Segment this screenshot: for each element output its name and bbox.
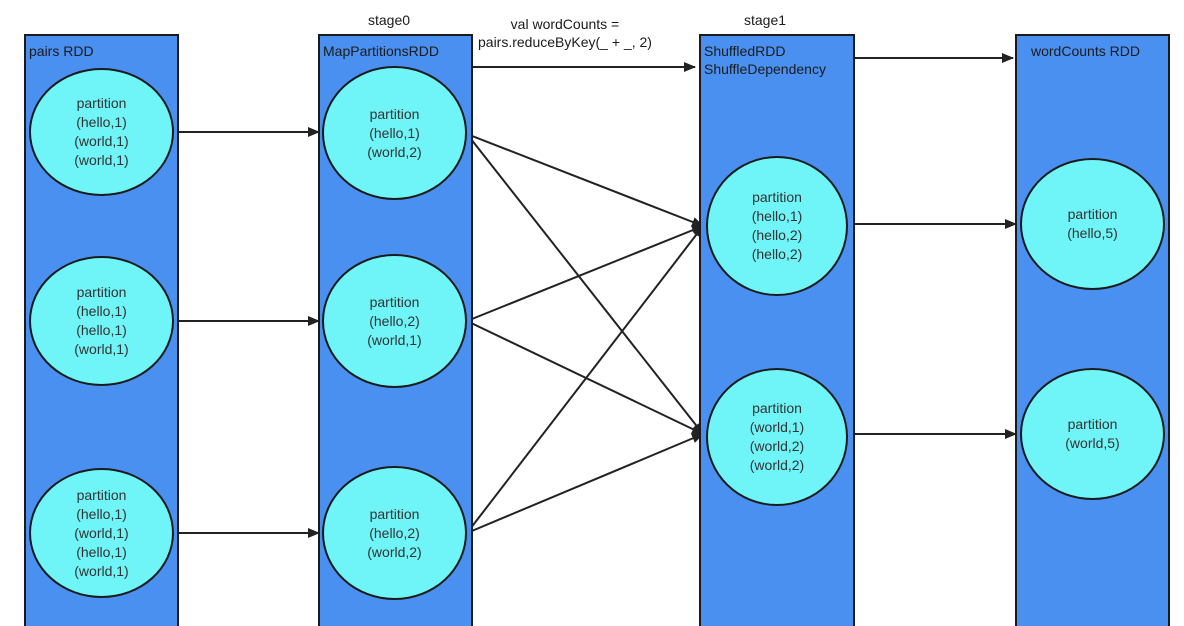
column-title: MapPartitionsRDD bbox=[323, 42, 439, 60]
partition-record: (world,1) bbox=[367, 331, 422, 348]
partition-title: partition bbox=[369, 293, 420, 310]
partition-node: partition (hello,1) (world,1) (world,1) bbox=[29, 68, 174, 196]
partition-record: (hello,1) bbox=[76, 303, 127, 319]
partition-record: (hello,1) bbox=[76, 114, 127, 130]
partition-title: partition bbox=[1067, 416, 1118, 432]
column-wordcounts-rdd: wordCounts RDD bbox=[1015, 34, 1170, 626]
column-title-line: ShuffleDependency bbox=[704, 61, 826, 77]
partition-node: partition (hello,1) (world,1) (hello,1) … bbox=[29, 468, 174, 598]
partition-record: (hello,2) bbox=[369, 524, 420, 541]
partition-record: (world,2) bbox=[749, 438, 805, 454]
partition-record: (hello,2) bbox=[751, 246, 803, 262]
partition-record: (hello,2) bbox=[369, 312, 420, 329]
partition-title: partition bbox=[369, 505, 420, 522]
arrow-shuffle bbox=[466, 433, 704, 534]
partition-title: partition bbox=[752, 400, 802, 416]
partition-node: partition (hello,1) (hello,2) (hello,2) bbox=[706, 156, 848, 296]
column-title-line: MapPartitionsRDD bbox=[323, 43, 439, 59]
column-title: ShuffledRDD ShuffleDependency bbox=[704, 42, 826, 78]
partition-title: partition bbox=[76, 486, 127, 503]
partition-record: (world,2) bbox=[367, 543, 422, 560]
partition-record: (world,5) bbox=[1065, 435, 1120, 451]
partition-record: (world,1) bbox=[74, 133, 129, 149]
partition-record: (world,2) bbox=[367, 143, 422, 160]
column-title: pairs RDD bbox=[29, 42, 94, 60]
column-title-line: pairs RDD bbox=[29, 43, 94, 59]
partition-node: partition (hello,5) bbox=[1020, 158, 1165, 290]
partition-record: (world,2) bbox=[749, 457, 805, 473]
stage-label-1: stage1 bbox=[744, 12, 787, 28]
arrow-shuffle bbox=[466, 225, 704, 534]
transform-label-line-0: val wordCounts = bbox=[510, 16, 620, 32]
partition-title: partition bbox=[752, 189, 802, 205]
partition-node: partition (hello,1) (world,2) bbox=[322, 66, 467, 200]
column-shuffled-rdd: ShuffledRDD ShuffleDependency bbox=[699, 34, 855, 626]
partition-record: (world,1) bbox=[749, 419, 805, 435]
partition-node: partition (world,5) bbox=[1020, 368, 1165, 500]
partition-record: (world,1) bbox=[74, 524, 129, 541]
partition-title: partition bbox=[1067, 206, 1118, 222]
stage-label-0: stage0 bbox=[368, 12, 411, 28]
arrow-shuffle bbox=[466, 225, 704, 322]
arrow-shuffle bbox=[466, 133, 704, 227]
partition-record: (world,1) bbox=[74, 341, 129, 357]
transform-label-line-1: pairs.reduceByKey(_ + _, 2) bbox=[478, 34, 652, 50]
partition-node: partition (hello,2) (world,1) bbox=[322, 254, 467, 388]
arrow-shuffle bbox=[466, 133, 704, 435]
partition-record: (hello,2) bbox=[751, 227, 803, 243]
partition-record: (hello,1) bbox=[369, 124, 420, 141]
partition-node: partition (hello,1) (hello,1) (world,1) bbox=[29, 256, 174, 386]
partition-title: partition bbox=[76, 284, 127, 300]
column-title-line: ShuffledRDD bbox=[704, 43, 786, 59]
partition-record: (hello,1) bbox=[76, 543, 127, 560]
partition-record: (hello,1) bbox=[76, 505, 127, 522]
arrow-shuffle bbox=[466, 320, 704, 435]
column-title: wordCounts RDD bbox=[1031, 42, 1140, 60]
partition-record: (world,1) bbox=[74, 152, 129, 168]
partition-title: partition bbox=[76, 95, 127, 111]
partition-record: (hello,5) bbox=[1067, 225, 1118, 241]
partition-node: partition (hello,2) (world,2) bbox=[322, 466, 467, 600]
transform-label: val wordCounts = pairs.reduceByKey(_ + _… bbox=[478, 15, 652, 51]
partition-record: (hello,1) bbox=[76, 322, 127, 338]
partition-record: (hello,1) bbox=[751, 208, 803, 224]
partition-node: partition (world,1) (world,2) (world,2) bbox=[706, 368, 848, 506]
partition-record: (world,1) bbox=[74, 562, 129, 579]
column-title-line: wordCounts RDD bbox=[1031, 43, 1140, 59]
partition-title: partition bbox=[369, 105, 420, 122]
